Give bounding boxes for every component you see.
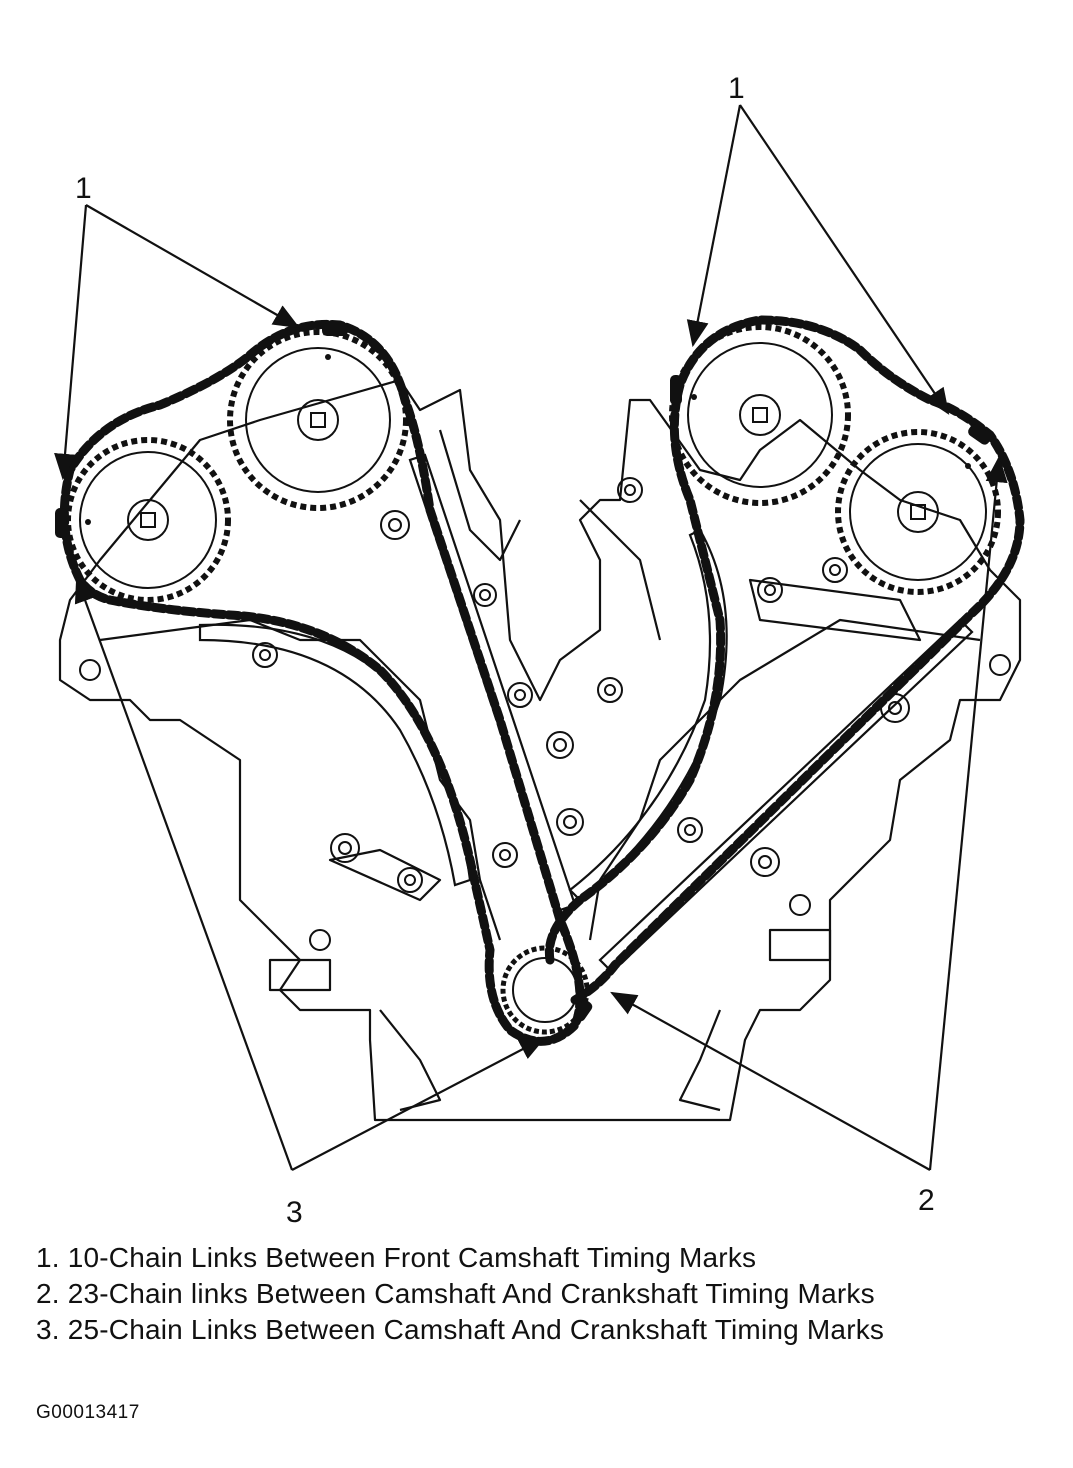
- callout-1-left: 1: [75, 172, 92, 205]
- leader-lines: [54, 104, 1008, 1171]
- legend-item-2: 2. 23-Chain links Between Camshaft And C…: [36, 1278, 875, 1309]
- bolt-holes: [79, 477, 1011, 951]
- engine-block: [58, 378, 1022, 1122]
- legend-item-3: 3. 25-Chain Links Between Camshaft And C…: [36, 1314, 885, 1345]
- callout-2: 2: [918, 1184, 935, 1217]
- left-outer-cam-sprocket: [65, 437, 231, 603]
- timing-marks: [55, 323, 992, 1022]
- left-inner-cam-sprocket: [227, 329, 409, 511]
- legend-item-1: 1. 10-Chain Links Between Front Camshaft…: [36, 1242, 757, 1273]
- callout-1-right: 1: [728, 72, 745, 105]
- legend: 1. 10-Chain Links Between Front Camshaft…: [36, 1240, 1046, 1348]
- figure-id: G00013417: [36, 1402, 140, 1423]
- right-outer-cam-sprocket: [835, 429, 1001, 595]
- right-inner-cam-sprocket: [669, 324, 851, 506]
- right-timing-chain: [544, 315, 1025, 1005]
- callout-3: 3: [286, 1196, 303, 1229]
- left-timing-chain: [59, 319, 585, 1046]
- timing-chain-diagram: 1 1 2 3: [54, 72, 1025, 1229]
